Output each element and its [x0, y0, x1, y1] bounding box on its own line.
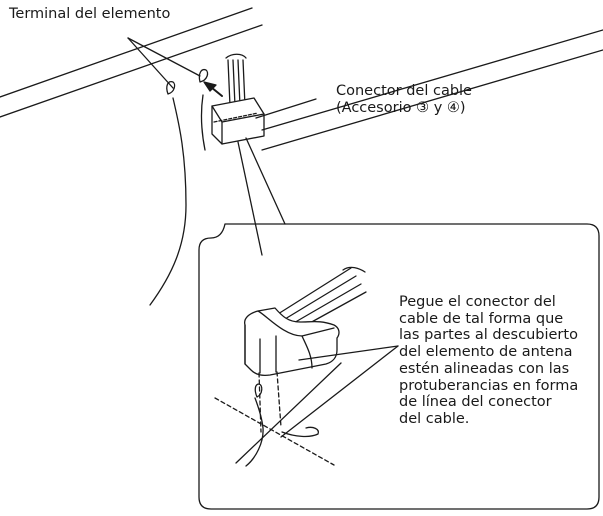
- glass-panel-edge: [0, 7, 603, 151]
- cable: [225, 53, 247, 107]
- instruction-line: las partes al descubierto: [399, 327, 578, 344]
- cable-detail: [277, 266, 367, 330]
- cable-connector-detail: [244, 307, 340, 376]
- instruction-line: del elemento de antena: [399, 344, 573, 361]
- instruction-text: Pegue el conector del cable de tal forma…: [399, 294, 578, 428]
- antenna-element-detail: [235, 362, 342, 467]
- terminal-leader-lines: [127, 37, 201, 89]
- alignment-guides: [214, 371, 335, 466]
- connector-label: Conector del cable (Accesorio ③ y ④): [336, 83, 472, 117]
- instruction-line: cable de tal forma que: [399, 310, 564, 327]
- magnify-lines: [237, 137, 286, 256]
- connector-leader-line: [255, 98, 317, 119]
- instruction-line: de línea del conector: [399, 394, 552, 411]
- instruction-line: protuberancias en forma: [399, 377, 579, 394]
- instruction-leader-lines: [280, 345, 399, 438]
- element-wire-short: [198, 68, 209, 151]
- cable-connector-small: [211, 97, 265, 145]
- element-wire: [149, 80, 187, 306]
- instruction-line: del cable.: [399, 410, 470, 427]
- terminal-label: Terminal del elemento: [9, 6, 171, 22]
- instruction-line: Pegue el conector del: [399, 294, 556, 310]
- connector-label-line: Conector del cable: [336, 83, 472, 99]
- detail-box: [198, 223, 600, 510]
- instruction-line: estén alineadas con las: [399, 360, 570, 377]
- connector-accessory-line: (Accesorio ③ y ④): [336, 100, 466, 116]
- insertion-arrow: [203, 81, 223, 97]
